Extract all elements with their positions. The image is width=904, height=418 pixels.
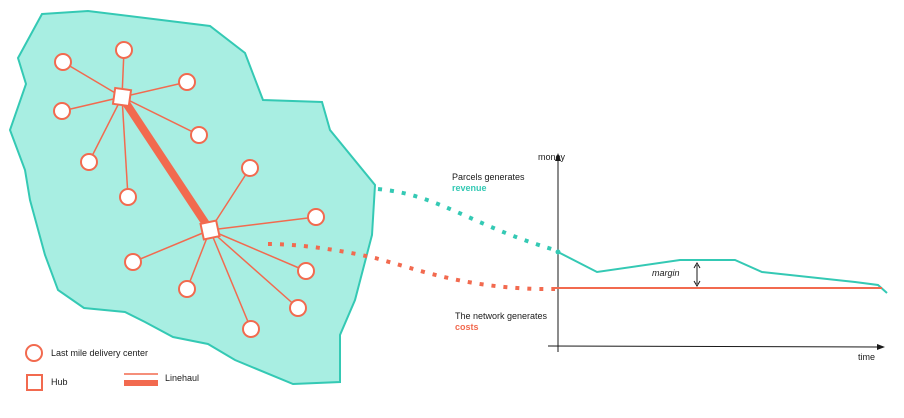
legend-linehaul-label: Linehaul — [165, 373, 200, 383]
delivery-center — [241, 159, 259, 177]
spoke-line — [62, 61, 123, 98]
spoke-line — [209, 216, 317, 231]
x-axis-arrowhead — [877, 344, 885, 350]
delivery-center — [115, 41, 133, 59]
legend-delivery-center-icon — [25, 344, 43, 362]
hub1-spokes — [61, 49, 200, 198]
spoke-line — [121, 96, 200, 136]
cost-label-text: The network generates — [455, 311, 548, 321]
delivery-center — [307, 208, 325, 226]
spoke-line — [121, 81, 188, 98]
delivery-center — [53, 102, 71, 120]
spoke-line — [61, 96, 123, 112]
delivery-center — [297, 262, 315, 280]
spoke-line — [209, 229, 307, 272]
cost-label-keyword: costs — [455, 322, 479, 332]
spoke-line — [209, 229, 252, 330]
margin-arrow-head-top — [693, 262, 701, 269]
revenue-line — [557, 251, 888, 294]
revenue-start-point — [555, 249, 561, 255]
delivery-center — [119, 188, 137, 206]
delivery-center — [190, 126, 208, 144]
y-axis-label: money — [538, 152, 566, 162]
delivery-center — [80, 153, 98, 171]
delivery-center — [124, 253, 142, 271]
delivery-center — [54, 53, 72, 71]
spoke-line — [132, 229, 211, 263]
linehaul-line — [118, 94, 214, 233]
delivery-center — [178, 280, 196, 298]
x-axis-label: time — [858, 352, 876, 362]
revenue-label-text: Parcels generates — [452, 172, 525, 182]
margin-arrow-head-bottom — [693, 280, 701, 287]
spoke-line — [121, 96, 129, 198]
spoke-line — [88, 96, 123, 163]
revenue-connector — [377, 187, 556, 252]
delivery-center — [242, 320, 260, 338]
hub — [111, 86, 133, 108]
cost-connector — [267, 242, 556, 292]
y-axis-arrowhead — [555, 153, 561, 161]
hub — [199, 219, 221, 241]
legend-hub-label: Hub — [51, 377, 68, 387]
delivery-center — [178, 73, 196, 91]
delivery-center — [289, 299, 307, 317]
legend-hub-icon — [26, 374, 43, 391]
revenue-label-keyword: revenue — [452, 183, 487, 193]
legend-delivery-center-label: Last mile delivery center — [51, 348, 149, 358]
delivery-centers — [53, 41, 325, 338]
spoke-line — [209, 229, 299, 309]
margin-label: margin — [652, 268, 680, 278]
x-axis — [547, 345, 879, 348]
